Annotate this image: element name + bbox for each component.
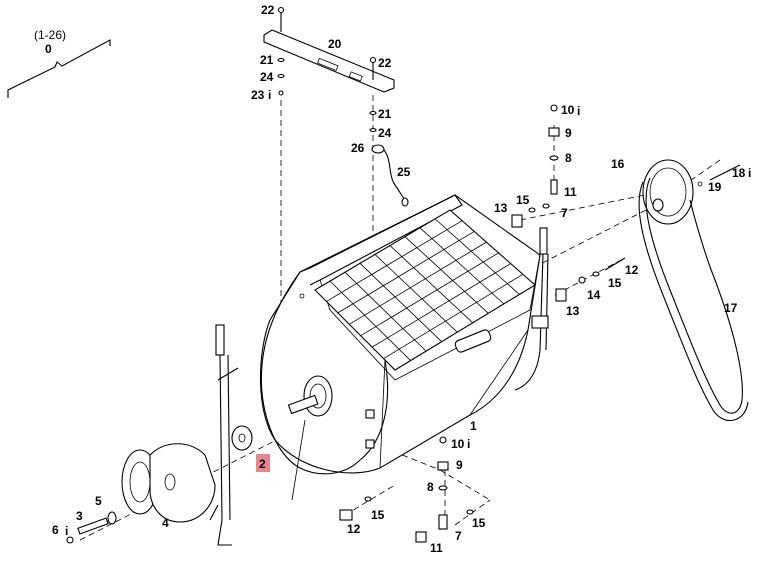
grid-bar — [383, 273, 524, 359]
grid-bar — [404, 236, 489, 314]
callout-13-lower[interactable]: 13 — [566, 304, 580, 318]
safety-grid — [314, 209, 536, 371]
selected-callout-highlight — [256, 454, 270, 472]
callout-12-lower[interactable]: 12 — [347, 522, 361, 536]
callout-6[interactable]: 6 — [52, 523, 59, 537]
callout-24-right[interactable]: 24 — [378, 126, 392, 140]
callout-2[interactable]: 2 — [259, 457, 266, 471]
pulley-cover — [121, 443, 216, 523]
info-icon-18: i — [748, 166, 751, 180]
callout-18[interactable]: 18 — [732, 166, 746, 180]
grid-bar — [337, 231, 475, 314]
callout-21-right[interactable]: 21 — [378, 107, 392, 121]
grid-bar — [360, 252, 499, 337]
callout-8-upper[interactable]: 8 — [565, 151, 572, 165]
callout-11-lower[interactable]: 11 — [430, 541, 443, 555]
callout-25[interactable]: 25 — [397, 165, 411, 179]
info-icon-10-lower: i — [467, 437, 470, 451]
grid-bar — [374, 254, 458, 333]
callout-24-left[interactable]: 24 — [260, 70, 274, 84]
grid-bar — [359, 263, 442, 342]
callout-26[interactable]: 26 — [351, 141, 365, 155]
callout-1[interactable]: 1 — [470, 419, 477, 433]
right-mid-hardware — [555, 257, 626, 302]
callout-14[interactable]: 14 — [587, 288, 601, 302]
grid-bar — [419, 227, 505, 305]
callout-15-upper[interactable]: 15 — [516, 193, 530, 207]
callout-20[interactable]: 20 — [328, 37, 342, 51]
callouts: 1 2 3 4 5 6 i 7 7 8 8 9 9 10 i 10 i 11 1… — [52, 3, 751, 555]
group-leader — [7, 39, 111, 98]
shaft-bolt — [66, 511, 117, 544]
grid-bar — [326, 220, 463, 302]
group-range: (1-26) — [34, 28, 66, 42]
top-hardware — [277, 6, 377, 133]
grid-bar — [371, 263, 511, 348]
callout-9-upper[interactable]: 9 — [565, 126, 572, 140]
top-plate — [263, 29, 395, 93]
callout-11-upper[interactable]: 11 — [564, 185, 577, 199]
callout-5[interactable]: 5 — [95, 494, 102, 508]
left-stand — [209, 324, 239, 546]
callout-15-lower-left[interactable]: 15 — [371, 508, 385, 522]
washer — [231, 425, 253, 451]
callout-19[interactable]: 19 — [708, 180, 722, 194]
group-number: 0 — [45, 42, 52, 56]
callout-7-upper[interactable]: 7 — [561, 206, 568, 220]
group-indicator: (1-26) 0 — [7, 28, 111, 98]
right-stand — [514, 227, 549, 391]
drum-shaft — [287, 375, 333, 501]
callout-13-upper[interactable]: 13 — [494, 201, 508, 215]
callout-15-lower-right[interactable]: 15 — [472, 516, 486, 530]
callout-9-lower[interactable]: 9 — [456, 458, 463, 472]
grid-bar — [434, 218, 520, 295]
callout-3[interactable]: 3 — [76, 509, 83, 523]
grid-bar — [349, 241, 487, 325]
callout-4[interactable]: 4 — [162, 516, 169, 530]
grid-bar — [389, 245, 474, 324]
lower-hardware — [339, 409, 474, 543]
callout-21-left[interactable]: 21 — [260, 53, 274, 67]
belt-pulley — [638, 159, 749, 421]
callout-10-lower[interactable]: 10 — [451, 437, 465, 451]
callout-10-upper[interactable]: 10 — [561, 103, 575, 117]
callout-23[interactable]: 23 — [251, 88, 265, 102]
callout-7-lower[interactable]: 7 — [455, 529, 462, 543]
info-icon-6: i — [65, 524, 68, 538]
callout-16[interactable]: 16 — [611, 157, 625, 171]
info-icon-23: i — [268, 88, 271, 102]
callout-8-lower[interactable]: 8 — [427, 480, 434, 494]
grid-bar — [344, 271, 427, 352]
callout-12-right[interactable]: 12 — [625, 263, 639, 277]
callout-17[interactable]: 17 — [724, 301, 738, 315]
callout-22-left[interactable]: 22 — [261, 3, 275, 17]
callout-15-right[interactable]: 15 — [608, 276, 622, 290]
cable-switch — [371, 144, 409, 207]
callout-22-right[interactable]: 22 — [378, 56, 392, 70]
upper-right-hardware — [511, 104, 560, 228]
info-icon-10-upper: i — [577, 104, 580, 118]
grid-bar — [329, 280, 411, 361]
